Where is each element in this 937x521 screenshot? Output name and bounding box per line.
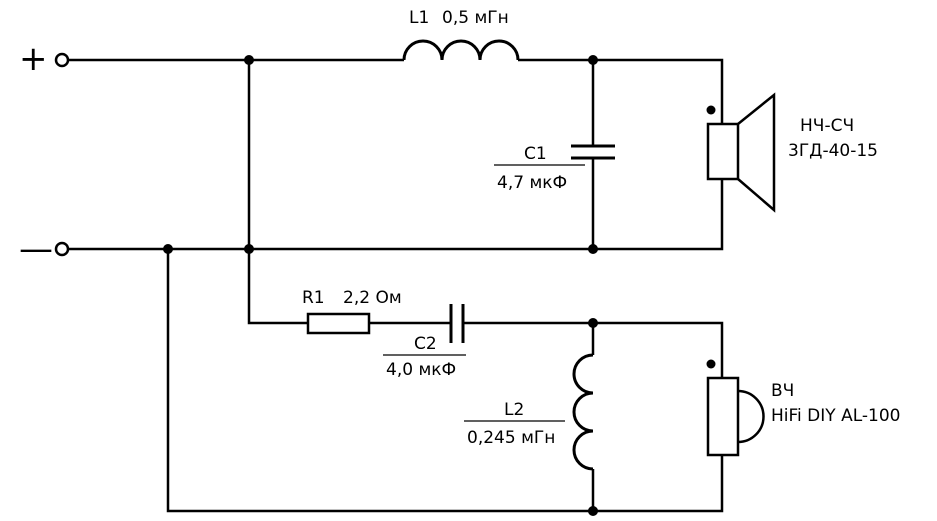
c2-capacitor (449, 304, 465, 343)
l1-value: 0,5 мГн (442, 8, 509, 28)
c1-value: 4,7 мкФ (497, 173, 567, 193)
c2-value: 4,0 мкФ (386, 360, 456, 380)
woofer-model: 3ГД-40-15 (788, 141, 878, 161)
junction-dot (588, 506, 598, 516)
c1-ref: C1 (524, 144, 547, 164)
junction-dot (244, 244, 254, 254)
woofer-speaker-body (706, 122, 740, 181)
l1-ref: L1 (409, 8, 429, 28)
minus-terminal-label: — (19, 229, 53, 269)
tweeter-model: HiFi DIY AL-100 (771, 406, 900, 426)
l2-ref: L2 (504, 400, 524, 420)
junction-dot (588, 244, 598, 254)
junction-dot (244, 55, 254, 65)
tweeter-speaker-dome (737, 389, 765, 444)
tweeter-minus-wire (166, 249, 724, 513)
c1-capacitor (571, 144, 615, 160)
tweeter-plus-wire (463, 321, 724, 378)
tweeter-name: ВЧ (771, 381, 794, 401)
plus-terminal-label: + (19, 39, 48, 79)
l2-value: 0,245 мГн (467, 428, 555, 448)
r1-ref: R1 (302, 288, 325, 308)
minus-rail-wire (68, 179, 724, 251)
l1-inductor (402, 39, 520, 61)
junction-dot (163, 244, 173, 254)
woofer-polarity-dot (706, 105, 716, 115)
r1-value: 2,2 Ом (343, 288, 402, 308)
tweeter-feed-wire (247, 60, 308, 325)
woofer-plus-wire (518, 58, 724, 124)
woofer-name: НЧ-СЧ (800, 116, 854, 136)
r1-resistor (306, 312, 371, 335)
tweeter-speaker-body (706, 376, 740, 457)
woofer-speaker-cone (737, 92, 776, 213)
c2-ref: C2 (414, 334, 437, 354)
plus-terminal (54, 52, 70, 68)
minus-terminal (54, 241, 70, 257)
tweeter-polarity-dot (706, 359, 716, 369)
junction-dot (588, 318, 598, 328)
junction-dot (588, 55, 598, 65)
l2-inductor (572, 353, 594, 471)
